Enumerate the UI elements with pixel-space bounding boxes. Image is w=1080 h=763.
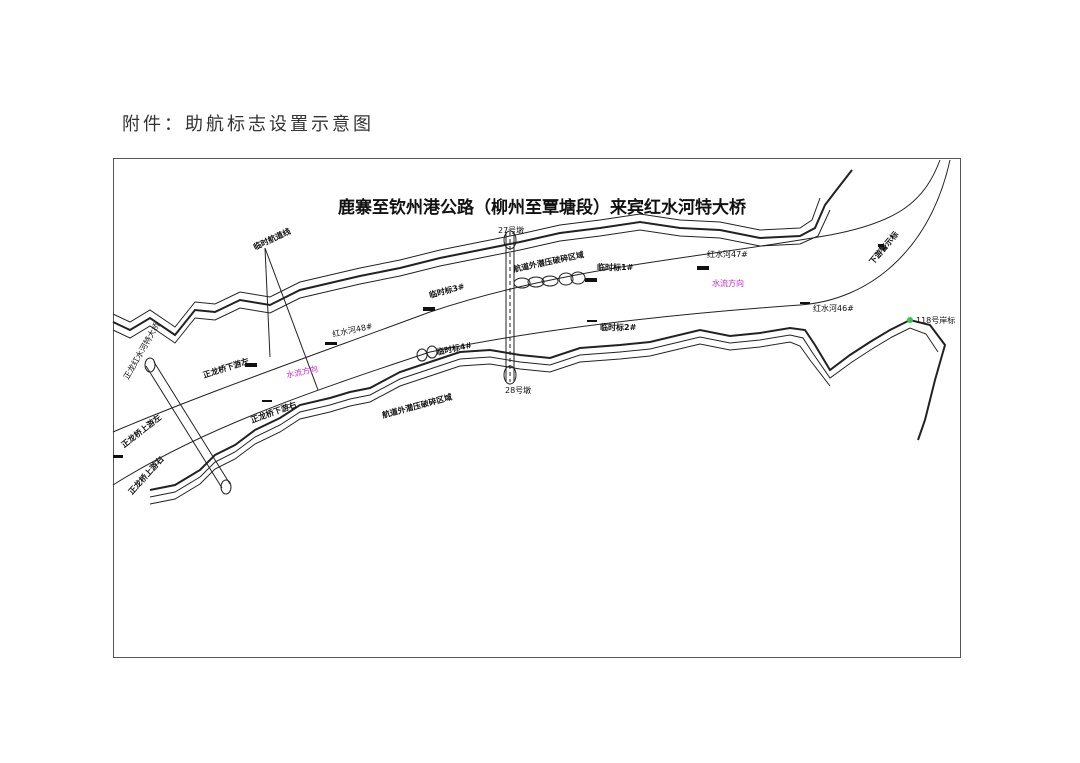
bridge-zhenglong (144, 357, 232, 495)
green-marker-icon (907, 317, 913, 323)
label-pier27: 27号墩 (498, 225, 524, 235)
bridge-27-28 (503, 230, 517, 385)
label-flow-upper: 水流方向 (712, 278, 744, 288)
label-zl-down-left: 正龙桥下游左 (202, 356, 251, 380)
label-temp-mark1: 临时标1# (597, 262, 634, 272)
upper-river-bank (112, 169, 853, 344)
label-hsh46: 红水河46# (813, 303, 854, 313)
label-temp-mark3: 临时标3# (428, 281, 466, 300)
document-title: 附件：助航标志设置示意图 (122, 114, 374, 135)
label-pier28: 28号墩 (505, 385, 531, 395)
label-hsh47: 红水河47# (707, 249, 748, 259)
channel-line-lower (112, 159, 951, 486)
label-hsh48: 红水河48# (331, 321, 373, 339)
label-temp-channel-line: 临时航道线 (252, 226, 292, 252)
label-spoil-lower: 航道外潜压破碎区域 (381, 392, 453, 420)
map-frame (113, 158, 961, 658)
buoy-markers (113, 244, 913, 458)
label-downstream-mark: 下游警示标 (867, 229, 900, 266)
label-green-mark: 118号岸标 (916, 315, 955, 325)
map-title: 鹿寨至钦州港公路（柳州至覃塘段）来宾红水河特大桥 (338, 197, 747, 218)
lower-river-bank (149, 318, 947, 505)
label-temp-mark2: 临时标2# (600, 322, 637, 332)
label-spoil-upper: 航道外潜压破碎区域 (512, 249, 585, 274)
label-zl-up-left: 正龙桥上游左 (119, 412, 163, 449)
temp-channel-leader-lines (264, 247, 319, 391)
label-zl-up-right: 正龙桥上游右 (126, 454, 166, 496)
